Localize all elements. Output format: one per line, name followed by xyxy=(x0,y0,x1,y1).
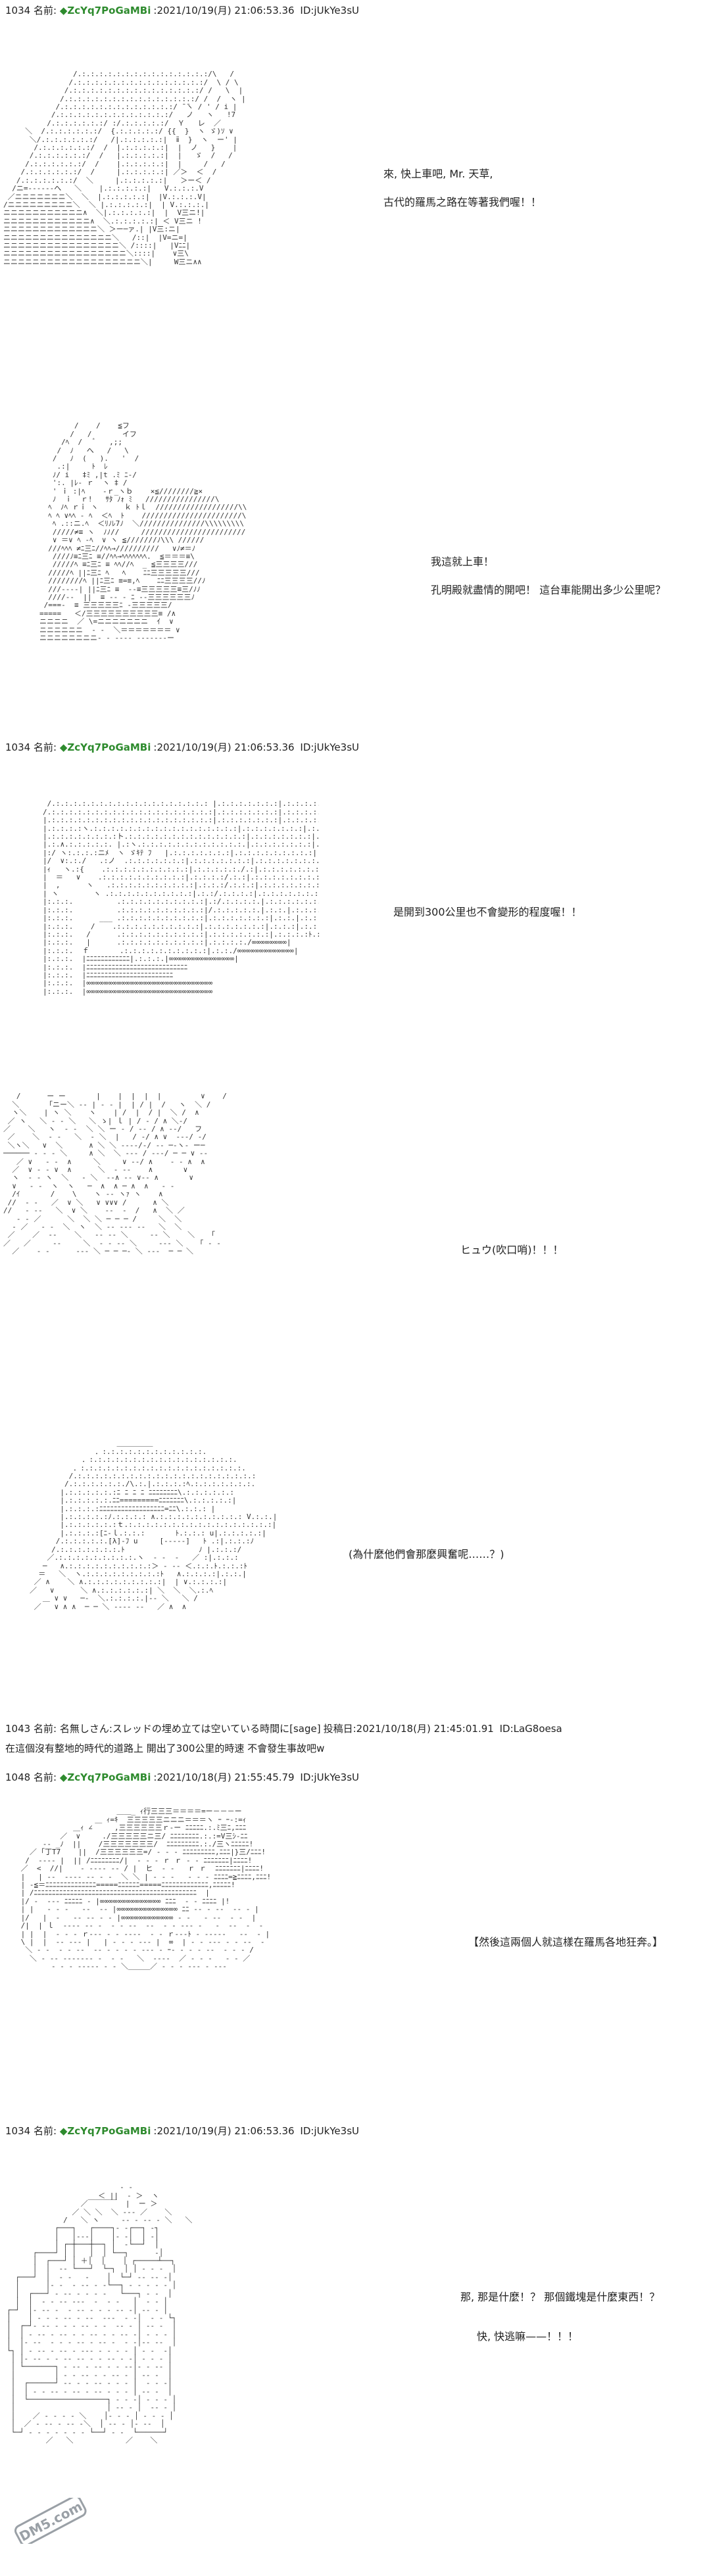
poster-name[interactable]: 名無しさん:スレッドの埋め立ては空いている時間に[sage] xyxy=(59,1723,321,1735)
poster-name[interactable]: ◆ZcYq7PoGaMBi xyxy=(59,1771,151,1783)
poster-id[interactable]: ID:jUkYe3sU xyxy=(300,1771,359,1783)
site-watermark-logo: DM5.com xyxy=(14,2498,87,2544)
dialog-line: 我這就上車！ xyxy=(431,555,495,568)
post-date: :2021/10/19(月) 21:06:53.36 xyxy=(153,741,295,753)
post-number: 1048 xyxy=(5,1771,31,1783)
dialog-line: 那, 那是什麼！？ 那個鐵塊是什麼東西！？ xyxy=(460,2291,660,2303)
dialog-line: 來, 快上車吧, Mr. 天草, xyxy=(383,168,493,180)
poster-id[interactable]: ID:LaG8oesa xyxy=(499,1723,562,1735)
post-number: 1034 xyxy=(5,2125,31,2137)
dialog-line: 快, 快逃嘛——！！！ xyxy=(477,2330,579,2343)
post-date: 投稿日:2021/10/18(月) 21:45:01.91 xyxy=(323,1723,494,1735)
name-label: 名前: xyxy=(33,741,57,753)
post-number: 1034 xyxy=(5,5,31,16)
dialog-line: ヒュウ(吹口哨)！！！ xyxy=(460,1244,564,1256)
name-label: 名前: xyxy=(33,1723,57,1735)
poster-id[interactable]: ID:jUkYe3sU xyxy=(300,2125,359,2137)
dialog-line: (為什麼他們會那麼興奮呢……？) xyxy=(349,1548,504,1560)
ascii-art-car-scene: ＿＿_ ｨ行三三三＝＝＝＝=ー－－－ー ＿ ｨ=ｷ 三三三三三ニニニ＝＝＝ヽ ｰ… xyxy=(20,1807,272,1971)
poster-name[interactable]: ◆ZcYq7PoGaMBi xyxy=(59,741,151,753)
ascii-art-figure-4: / ー ー | | | | | ∨ / ＼ 「ニー＼ ‐‐ | ‐ ‐ | | … xyxy=(3,1092,227,1256)
post-header: 1034 名前: ◆ZcYq7PoGaMBi:2021/10/19(月) 21:… xyxy=(5,2124,359,2138)
dialog-line: 古代的羅馬之路在等著我們喔！！ xyxy=(383,196,542,208)
post-header: 1034 名前: ◆ZcYq7PoGaMBi:2021/10/19(月) 21:… xyxy=(5,4,359,17)
dialog-line: 【然後這兩個人就這樣在羅馬各地狂奔。】 xyxy=(468,1936,664,1948)
post-header: 1043 名前: 名無しさん:スレッドの埋め立ては空いている時間に[sage]投… xyxy=(5,1722,562,1735)
post-body: 在這個沒有整地的時代的道路上 開出了300公里的時速 不會發生事故吧w xyxy=(5,1743,325,1754)
ascii-art-figure-1: /.:.:.:.:.:.:.:.:.:.:.:.:.:.:.:/\ / /.:.… xyxy=(3,70,246,266)
poster-id[interactable]: ID:jUkYe3sU xyxy=(300,741,359,753)
ascii-art-robot: ‐ ‐ ＜ || ‐ ＞ ヽ ／￣￣￣￣ | ー ＞ ／ ＼ ＼ ＼ ‐‐‐ ／… xyxy=(7,2183,193,2445)
post-header: 1034 名前: ◆ZcYq7PoGaMBi:2021/10/19(月) 21:… xyxy=(5,741,359,754)
name-label: 名前: xyxy=(33,5,57,16)
ascii-art-figure-3: /.:.:.:.:.:.:.:.:.:.:.:.:.:.:.:.:.:.: |.… xyxy=(43,799,319,996)
name-label: 名前: xyxy=(33,2125,57,2137)
dialog-line: 是開到300公里也不會變形的程度喔！！ xyxy=(393,906,582,918)
poster-name[interactable]: ◆ZcYq7PoGaMBi xyxy=(59,5,151,16)
post-number: 1043 xyxy=(5,1723,31,1735)
post-header: 1048 名前: ◆ZcYq7PoGaMBi:2021/10/18(月) 21:… xyxy=(5,1771,359,1784)
post-date: :2021/10/18(月) 21:55:45.79 xyxy=(153,1771,295,1783)
poster-id[interactable]: ID:jUkYe3sU xyxy=(300,5,359,16)
name-label: 名前: xyxy=(33,1771,57,1783)
post-date: :2021/10/19(月) 21:06:53.36 xyxy=(153,2125,295,2137)
ascii-art-figure-5: ＿＿＿＿＿ ．:.:.:.:.:.:.:.:.:.:.:.:. ．:.:.:.:… xyxy=(30,1439,278,1611)
post-number: 1034 xyxy=(5,741,31,753)
poster-name[interactable]: ◆ZcYq7PoGaMBi xyxy=(59,2125,151,2137)
post-date: :2021/10/19(月) 21:06:53.36 xyxy=(153,5,295,16)
dialog-line: 孔明殿就盡情的開吧！ 這台車能開出多少公里呢？ xyxy=(431,584,666,596)
ascii-art-figure-2: / / ≦フ / / イフ /ﾍ / ﾞ ,;; / ﾉ へ / \ / ﾉ (… xyxy=(39,421,247,642)
